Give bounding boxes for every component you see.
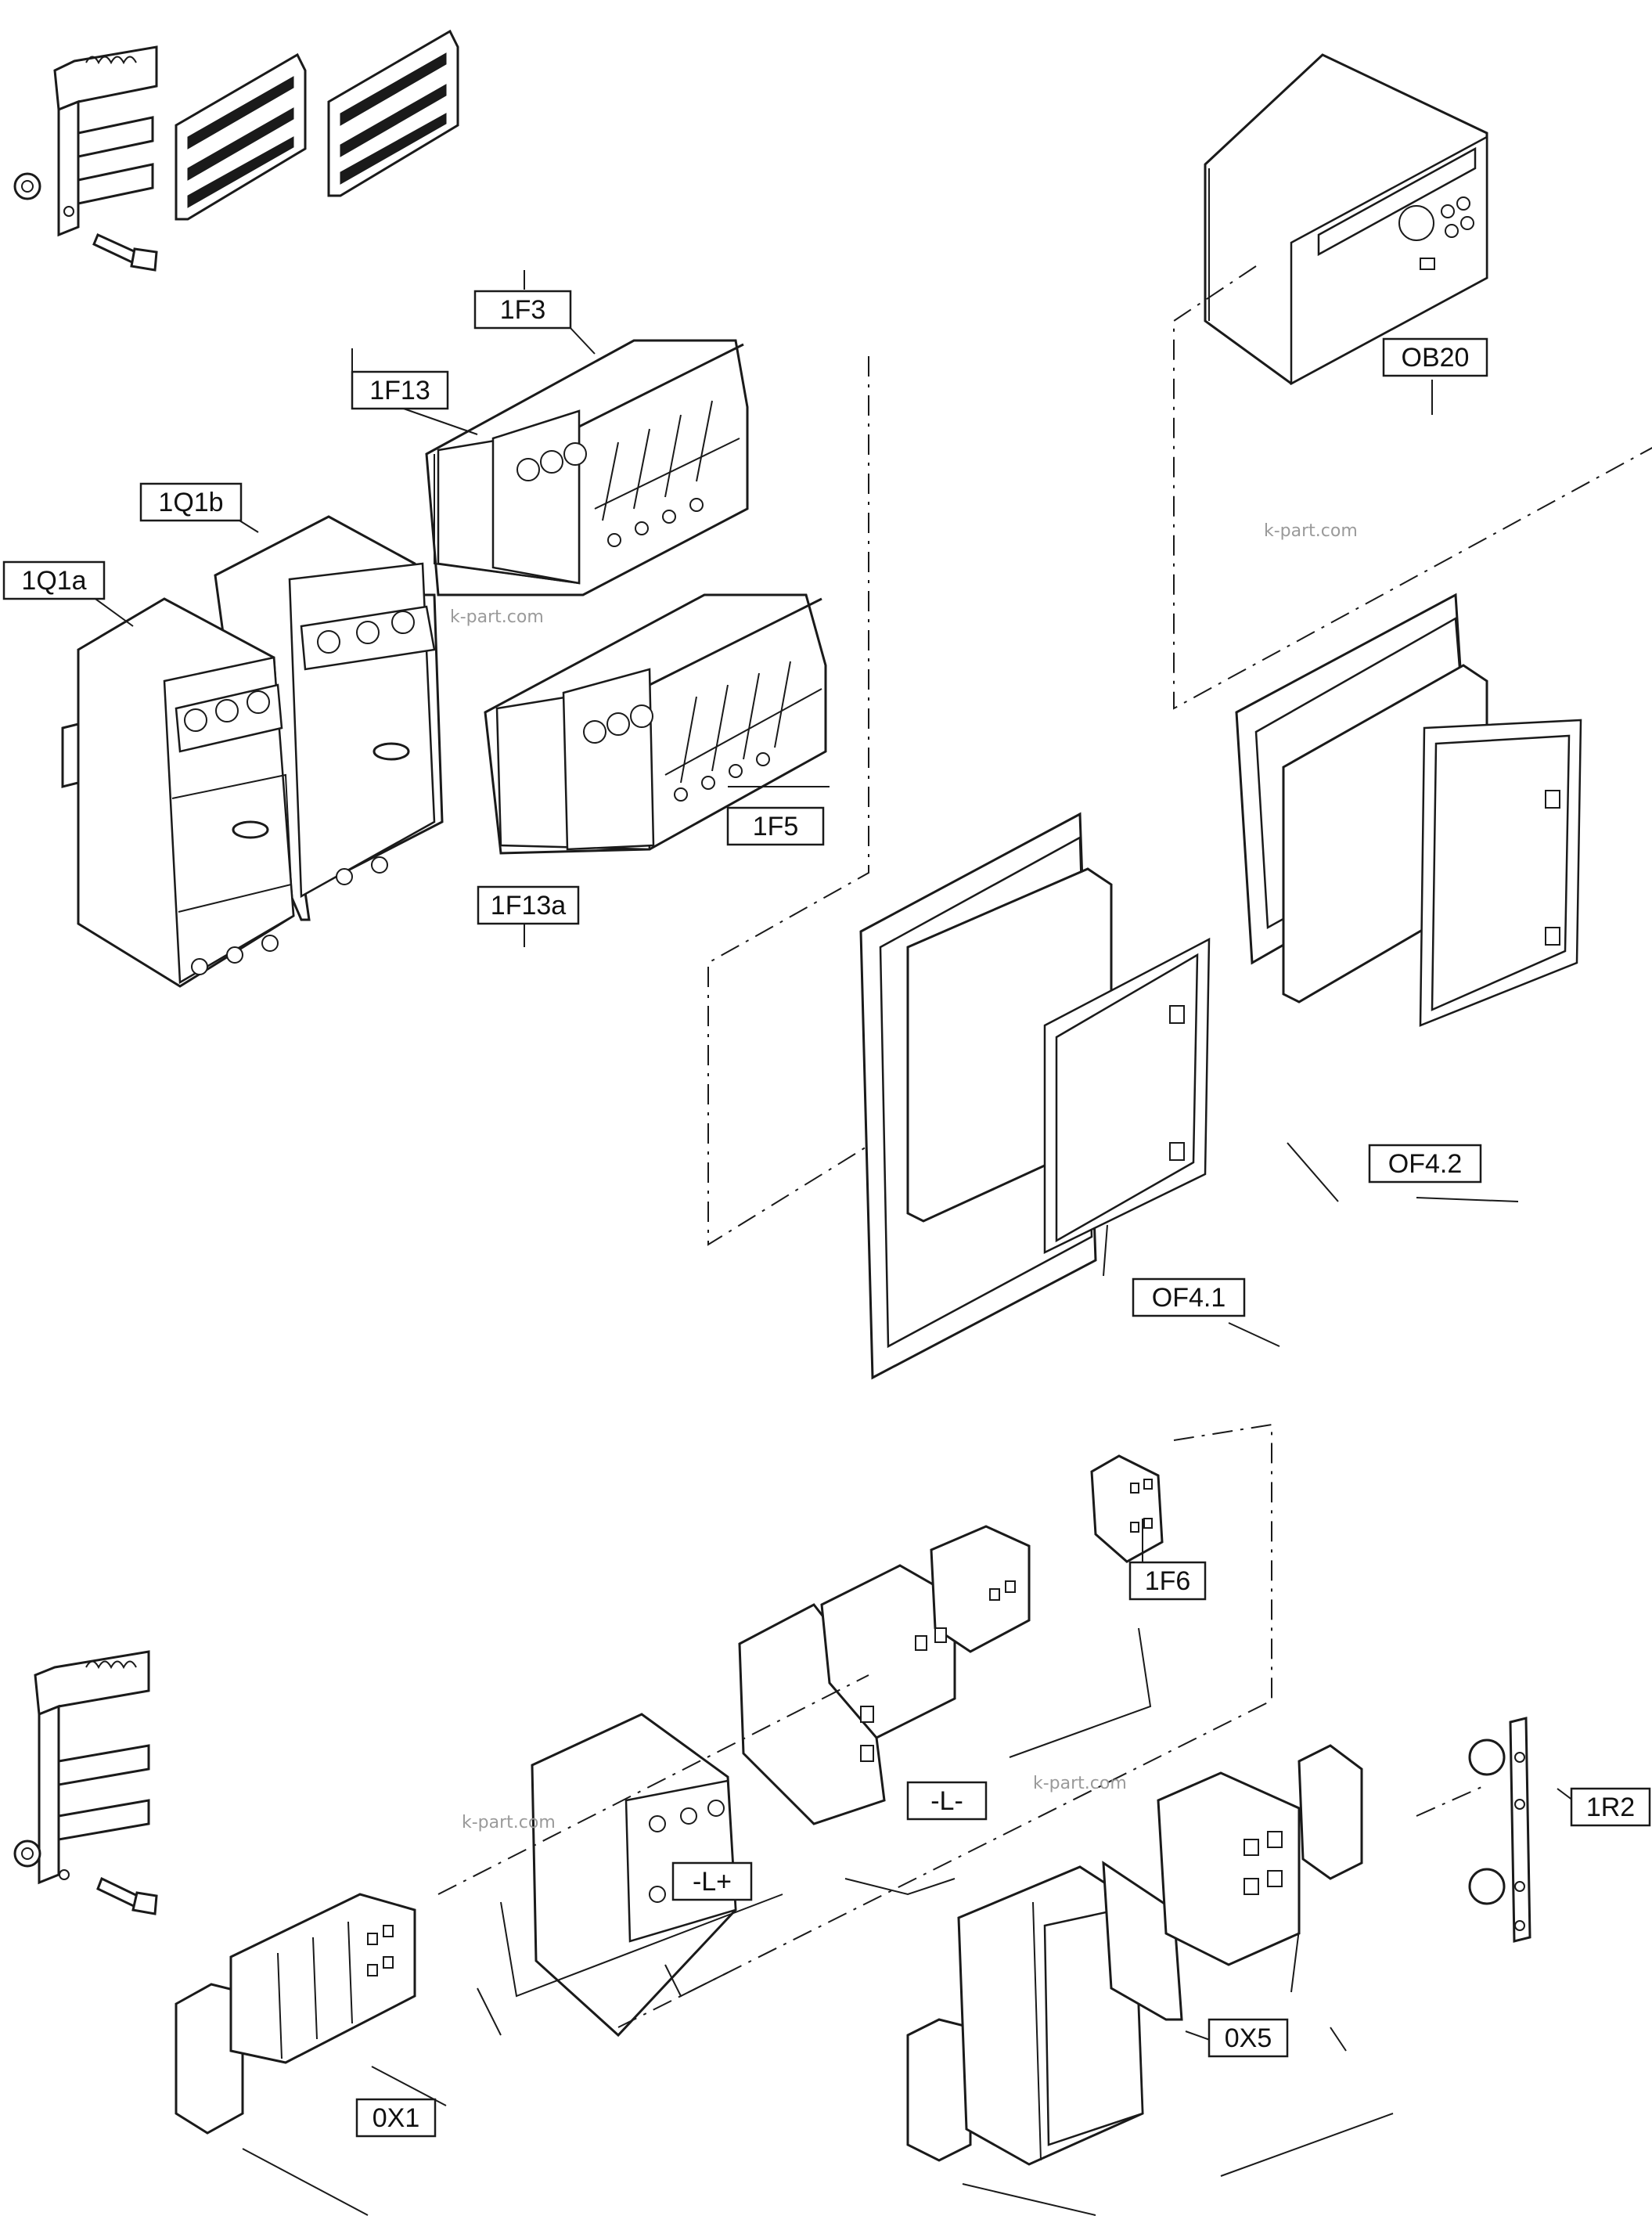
- tag-1f13-text: 1F13: [369, 376, 430, 405]
- dash-line-breakers: [707, 356, 975, 1246]
- dash-line-ob20: [1173, 265, 1652, 710]
- tag-1q1a: 1Q1a: [2, 560, 106, 600]
- watermark-4: k-part.com: [1033, 1774, 1127, 1793]
- tag-0x5-text: 0X5: [1225, 2023, 1272, 2053]
- terminal-strip-top-b: [327, 29, 459, 197]
- dash-line-terminals: [437, 1423, 1488, 2028]
- tag-1q1b: 1Q1b: [139, 482, 243, 522]
- tag-of41-text: OF4.1: [1152, 1283, 1226, 1313]
- breaker-1f3-1f13: [425, 339, 749, 596]
- display-of41: [859, 812, 1211, 1380]
- terminal-block-l-minus: [738, 1525, 1031, 1825]
- motor-switch-1q1a: [61, 597, 295, 988]
- watermark-2: k-part.com: [450, 607, 544, 627]
- tag-1f5: 1F5: [726, 806, 825, 846]
- tag-1f13a-text: 1F13a: [491, 891, 566, 921]
- tag-1q1b-text: 1Q1b: [158, 488, 223, 517]
- tag-1f13a: 1F13a: [477, 885, 580, 925]
- din-rail-bracket-top: [13, 45, 158, 272]
- terminal-block-l-plus: [531, 1713, 737, 2038]
- tag-1f6-text: 1F6: [1145, 1566, 1191, 1596]
- tag-l-minus-text: -L-: [930, 1786, 963, 1816]
- tag-1r2: 1R2: [1570, 1787, 1651, 1827]
- tag-1r2-text: 1R2: [1586, 1793, 1635, 1822]
- tag-l-minus: -L-: [906, 1781, 988, 1821]
- tag-1f3-text: 1F3: [500, 295, 546, 325]
- watermark-1: k-part.com: [1264, 521, 1358, 541]
- tag-1f3: 1F3: [473, 290, 572, 330]
- din-rail-bracket-bottom: [13, 1650, 158, 1915]
- potentiometer-1r2: [1468, 1717, 1531, 1943]
- terminal-block-0x5: [906, 1744, 1363, 2166]
- leader-lines: [84, 270, 1574, 2216]
- tag-ob20-text: OB20: [1402, 343, 1470, 373]
- tag-l-plus-text: -L+: [693, 1867, 732, 1897]
- breaker-1f6: [1090, 1454, 1164, 1563]
- tag-1f6: 1F6: [1128, 1561, 1207, 1601]
- tag-0x1-text: 0X1: [373, 2103, 420, 2133]
- terminal-strip-top-a: [175, 52, 307, 221]
- tag-0x1: 0X1: [355, 2098, 437, 2138]
- display-of42: [1235, 593, 1582, 1027]
- watermark-3: k-part.com: [462, 1813, 556, 1832]
- tag-of42: OF4.2: [1368, 1144, 1482, 1184]
- tag-1f13: 1F13: [351, 370, 449, 410]
- tag-of41: OF4.1: [1132, 1277, 1246, 1317]
- breaker-1f5-1f13a: [484, 593, 827, 855]
- controller-ob20: [1204, 53, 1488, 386]
- tag-1f5-text: 1F5: [753, 812, 799, 841]
- tag-ob20: OB20: [1382, 337, 1488, 377]
- terminal-block-0x1: [175, 1893, 416, 2135]
- tag-0x5: 0X5: [1208, 2018, 1289, 2058]
- tag-of42-text: OF4.2: [1388, 1149, 1462, 1179]
- tag-l-plus: -L+: [671, 1861, 753, 1901]
- tag-1q1a-text: 1Q1a: [21, 566, 86, 596]
